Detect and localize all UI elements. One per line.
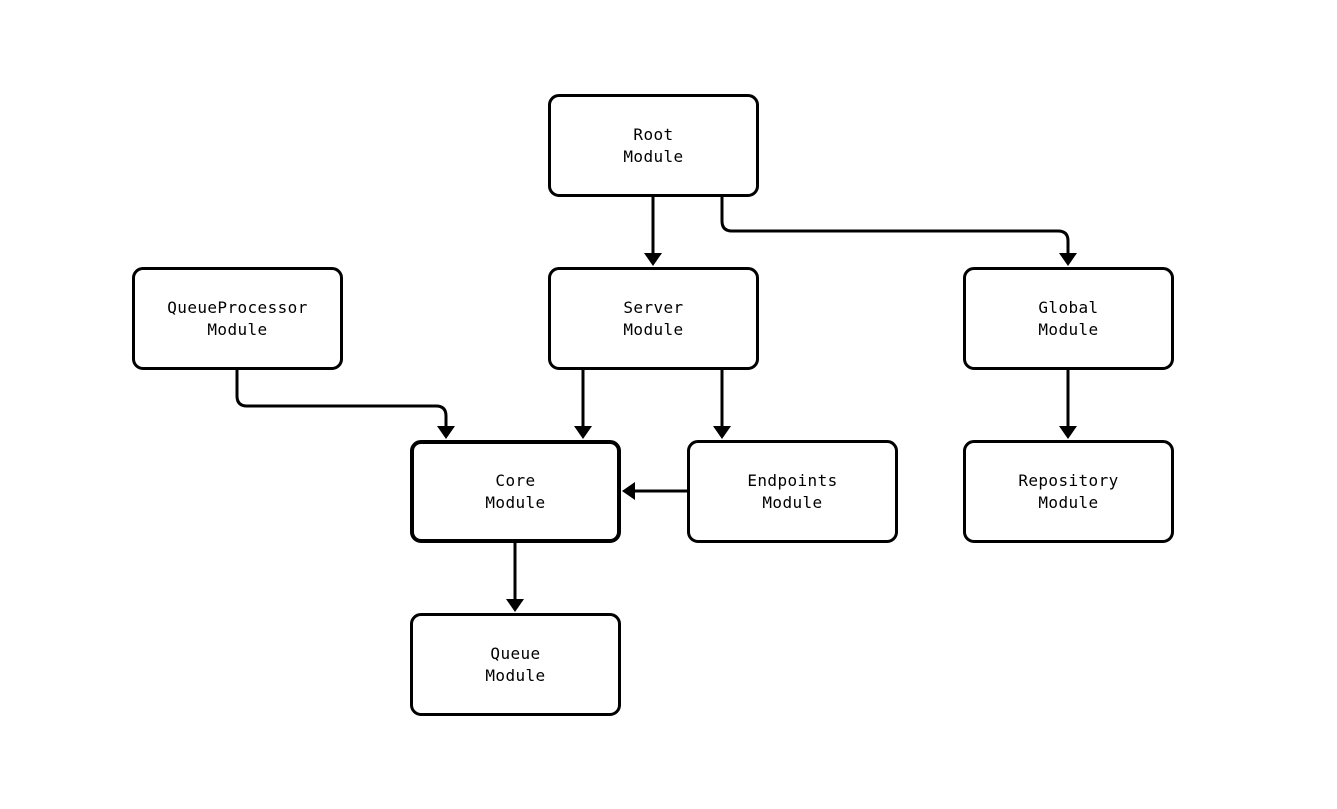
edge-queueprocessor-core xyxy=(235,370,448,431)
node-label-secondary: Module xyxy=(1038,492,1099,512)
node-label-primary: Endpoints xyxy=(747,470,838,490)
node-label-secondary: Module xyxy=(1038,319,1099,339)
arrowhead-server-core xyxy=(574,426,592,439)
arrowhead-queueprocessor-core xyxy=(437,426,455,439)
edge-root-global xyxy=(720,197,1070,258)
node-label-primary: Server xyxy=(623,297,684,317)
node-label-primary: QueueProcessor xyxy=(167,297,308,317)
node-label-primary: Core xyxy=(495,470,536,490)
arrowhead-root-server xyxy=(644,253,662,266)
arrowhead-root-global xyxy=(1059,253,1077,266)
node-label-primary: Global xyxy=(1038,297,1099,317)
node-label-secondary: Module xyxy=(485,492,546,512)
node-label-secondary: Module xyxy=(762,492,823,512)
arrowhead-server-endpoints xyxy=(713,426,731,439)
node-label-primary: Root xyxy=(633,124,674,144)
node-label-primary: Queue xyxy=(490,643,541,663)
node-label-secondary: Module xyxy=(485,665,546,685)
node-label-primary: Repository xyxy=(1018,470,1119,490)
arrowhead-core-queue xyxy=(506,599,524,612)
node-label-secondary: Module xyxy=(207,319,268,339)
node-label-secondary: Module xyxy=(623,146,684,166)
node-label-secondary: Module xyxy=(623,319,684,339)
arrowhead-global-repository xyxy=(1059,426,1077,439)
arrowhead-endpoints-core xyxy=(622,482,635,500)
